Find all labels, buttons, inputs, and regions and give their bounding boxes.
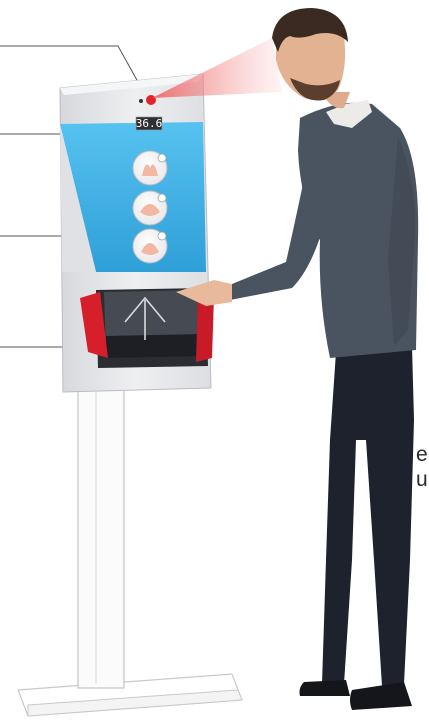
infrared-beam bbox=[152, 38, 282, 98]
right-shoe bbox=[350, 682, 412, 710]
reaching-arm bbox=[230, 140, 334, 300]
hand-wash-step-1-icon bbox=[133, 151, 167, 185]
hand-wash-step-3-icon bbox=[133, 229, 167, 263]
person-figure bbox=[176, 8, 418, 710]
trousers bbox=[322, 346, 414, 686]
sensor-dot-small bbox=[139, 99, 143, 103]
caption-line-2-partial: u bbox=[416, 469, 428, 490]
left-shoe bbox=[300, 680, 351, 696]
temperature-readout: 36.6 bbox=[136, 117, 163, 130]
kiosk-stand bbox=[18, 388, 242, 716]
infrared-sensor-icon bbox=[146, 95, 156, 105]
hand-wash-step-2-icon bbox=[133, 191, 167, 225]
stand-pole bbox=[78, 388, 124, 688]
kiosk-cabinet: 36.6 bbox=[60, 74, 214, 392]
caption-line-1-partial: e bbox=[416, 444, 428, 465]
